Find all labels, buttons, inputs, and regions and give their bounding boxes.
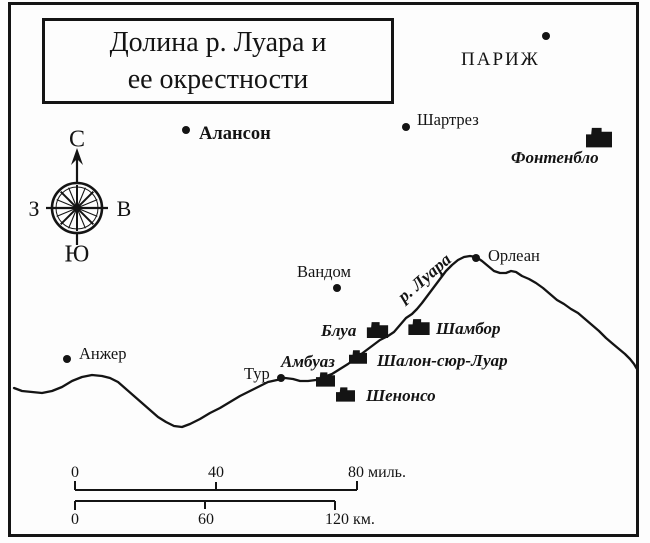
city-label-orlean: Орлеан [488, 246, 540, 265]
compass-west-label: З [28, 196, 40, 221]
map-title-box: Долина р. Луара и ее окрестности [42, 18, 394, 104]
castle-label-amboise: Амбуаз [281, 352, 335, 371]
map-title-line1: Долина р. Луара и [109, 27, 327, 58]
map-title-line2: ее окрестности [127, 64, 309, 95]
city-label-paris: ПАРИЖ [461, 49, 540, 70]
city-dot-icon [542, 32, 550, 40]
castle-icon [336, 387, 355, 402]
scale-miles-80: 80 миль. [348, 464, 406, 481]
city-label-chartres: Шартрез [417, 110, 479, 129]
castle-label-chenonceau: Шенонсо [366, 386, 436, 405]
compass-rose-icon [46, 148, 108, 245]
castle-label-fontainebleau: Фонтенбло [511, 148, 599, 167]
city-dot-icon [182, 126, 190, 134]
scale-miles-0: 0 [71, 464, 79, 481]
scale-km-0: 0 [71, 511, 79, 528]
river-label: р. Луара [392, 249, 455, 307]
loire-river-line [12, 254, 639, 429]
castle-label-chalon: Шалон-сюр-Луар [377, 351, 508, 370]
city-dot-icon [333, 284, 341, 292]
castle-icon [408, 319, 430, 335]
compass-south-label: Ю [64, 241, 90, 268]
city-label-tours: Тур [244, 364, 270, 383]
map-border-frame [8, 2, 639, 537]
castle-label-blois: Блуа [321, 321, 357, 340]
city-label-vendome: Вандом [297, 262, 351, 281]
scale-km-120: 120 км. [325, 511, 375, 528]
castle-icon [586, 127, 612, 148]
city-label-alanson: Алансон [199, 124, 271, 144]
compass-east-label: В [116, 196, 132, 221]
scale-miles-40: 40 [208, 464, 224, 481]
castle-label-chambord: Шамбор [436, 319, 501, 338]
castle-icon [366, 322, 389, 338]
city-dot-icon [277, 374, 285, 382]
castle-icon [349, 350, 367, 364]
city-dot-icon [472, 254, 480, 262]
scale-bars [74, 481, 358, 510]
city-dot-icon [402, 123, 410, 131]
city-label-angers: Анжер [79, 344, 127, 363]
scale-km-60: 60 [198, 511, 214, 528]
city-dot-icon [63, 355, 71, 363]
castle-icon [316, 372, 335, 387]
compass-north-label: С [68, 126, 86, 153]
